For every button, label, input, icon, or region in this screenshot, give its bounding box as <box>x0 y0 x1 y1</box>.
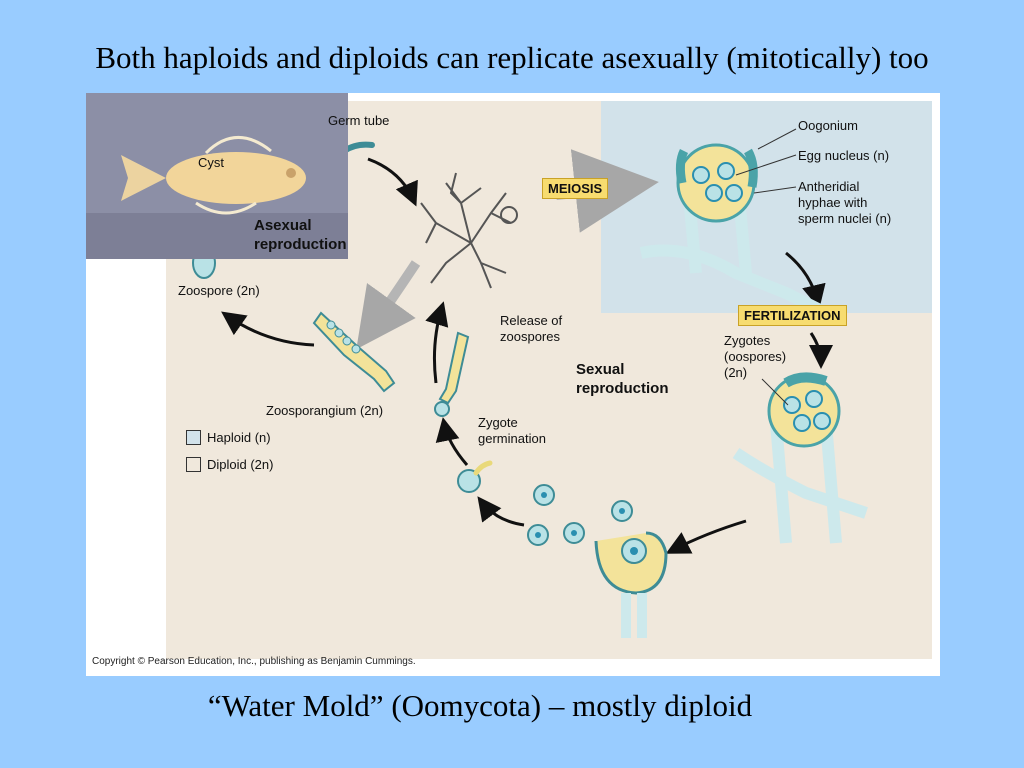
arrow-oospore-release <box>477 496 525 527</box>
arrow-antheridia-down <box>785 251 826 309</box>
label-antheridial-3: sperm nuclei (n) <box>798 211 892 226</box>
gray-arrow-mycelium-to-sporangium <box>356 260 421 350</box>
label-asexual-1: Asexual <box>254 217 312 234</box>
life-cycle-figure: Germ tube Cyst Asexual reproduction Zoos… <box>86 93 940 676</box>
label-sexual-2: reproduction <box>576 380 669 397</box>
label-zygotes-3: (2n) <box>724 365 748 380</box>
label-antheridial-2: hyphae with <box>798 195 868 210</box>
legend-haploid-label: Haploid (n) <box>207 430 271 445</box>
label-egg-nucleus: Egg nucleus (n) <box>798 148 890 163</box>
arrow-to-germinating-zygote <box>665 519 747 554</box>
label-meiosis: MEIOSIS <box>542 178 609 199</box>
legend-haploid: Haploid (n) <box>186 430 271 445</box>
label-germ-tube: Germ tube <box>328 113 390 128</box>
water-mold-fish-photo <box>86 93 348 259</box>
slide-caption: “Water Mold” (Oomycota) – mostly diploid <box>207 688 753 723</box>
mycelium <box>420 172 512 289</box>
legend-haploid-swatch <box>186 430 201 445</box>
label-asexual-2: reproduction <box>254 236 347 253</box>
label-zygote-germination-1: Zygote <box>478 415 518 430</box>
legend-diploid: Diploid (2n) <box>186 457 273 472</box>
label-fertilization: FERTILIZATION <box>738 305 847 326</box>
arrow-zygote-to-sporangium <box>425 301 449 384</box>
label-release-2: zoospores <box>500 329 560 344</box>
zoosporangium-right <box>438 331 470 405</box>
label-antheridial-1: Antheridial <box>798 179 860 194</box>
arrow-fertilization <box>808 332 833 369</box>
label-zygotes-2: (oospores) <box>724 349 787 364</box>
label-sexual-1: Sexual <box>576 361 625 378</box>
arrow-sporangium-to-zoospore <box>221 311 315 347</box>
arrow-germination <box>435 417 469 466</box>
arrow-germtube-to-mycelium <box>367 157 418 207</box>
copyright-text: Copyright © Pearson Education, Inc., pub… <box>92 656 416 667</box>
oogonium-top <box>639 128 829 319</box>
legend-diploid-label: Diploid (2n) <box>207 457 274 472</box>
slide-title: Both haploids and diploids can replicate… <box>95 40 929 75</box>
label-zoosporangium: Zoosporangium (2n) <box>266 403 384 418</box>
label-zoospore: Zoospore (2n) <box>178 283 260 298</box>
legend-diploid-swatch <box>186 457 201 472</box>
label-release-1: Release of <box>500 313 563 328</box>
label-zygote-germination-2: germination <box>478 431 546 446</box>
label-cyst: Cyst <box>198 155 224 170</box>
released-oospores <box>527 484 633 546</box>
label-oogonium: Oogonium <box>798 118 858 133</box>
zygote-germination-cell <box>457 469 481 493</box>
label-zygotes-1: Zygotes <box>724 333 771 348</box>
oogonium-zygotes <box>732 372 868 544</box>
